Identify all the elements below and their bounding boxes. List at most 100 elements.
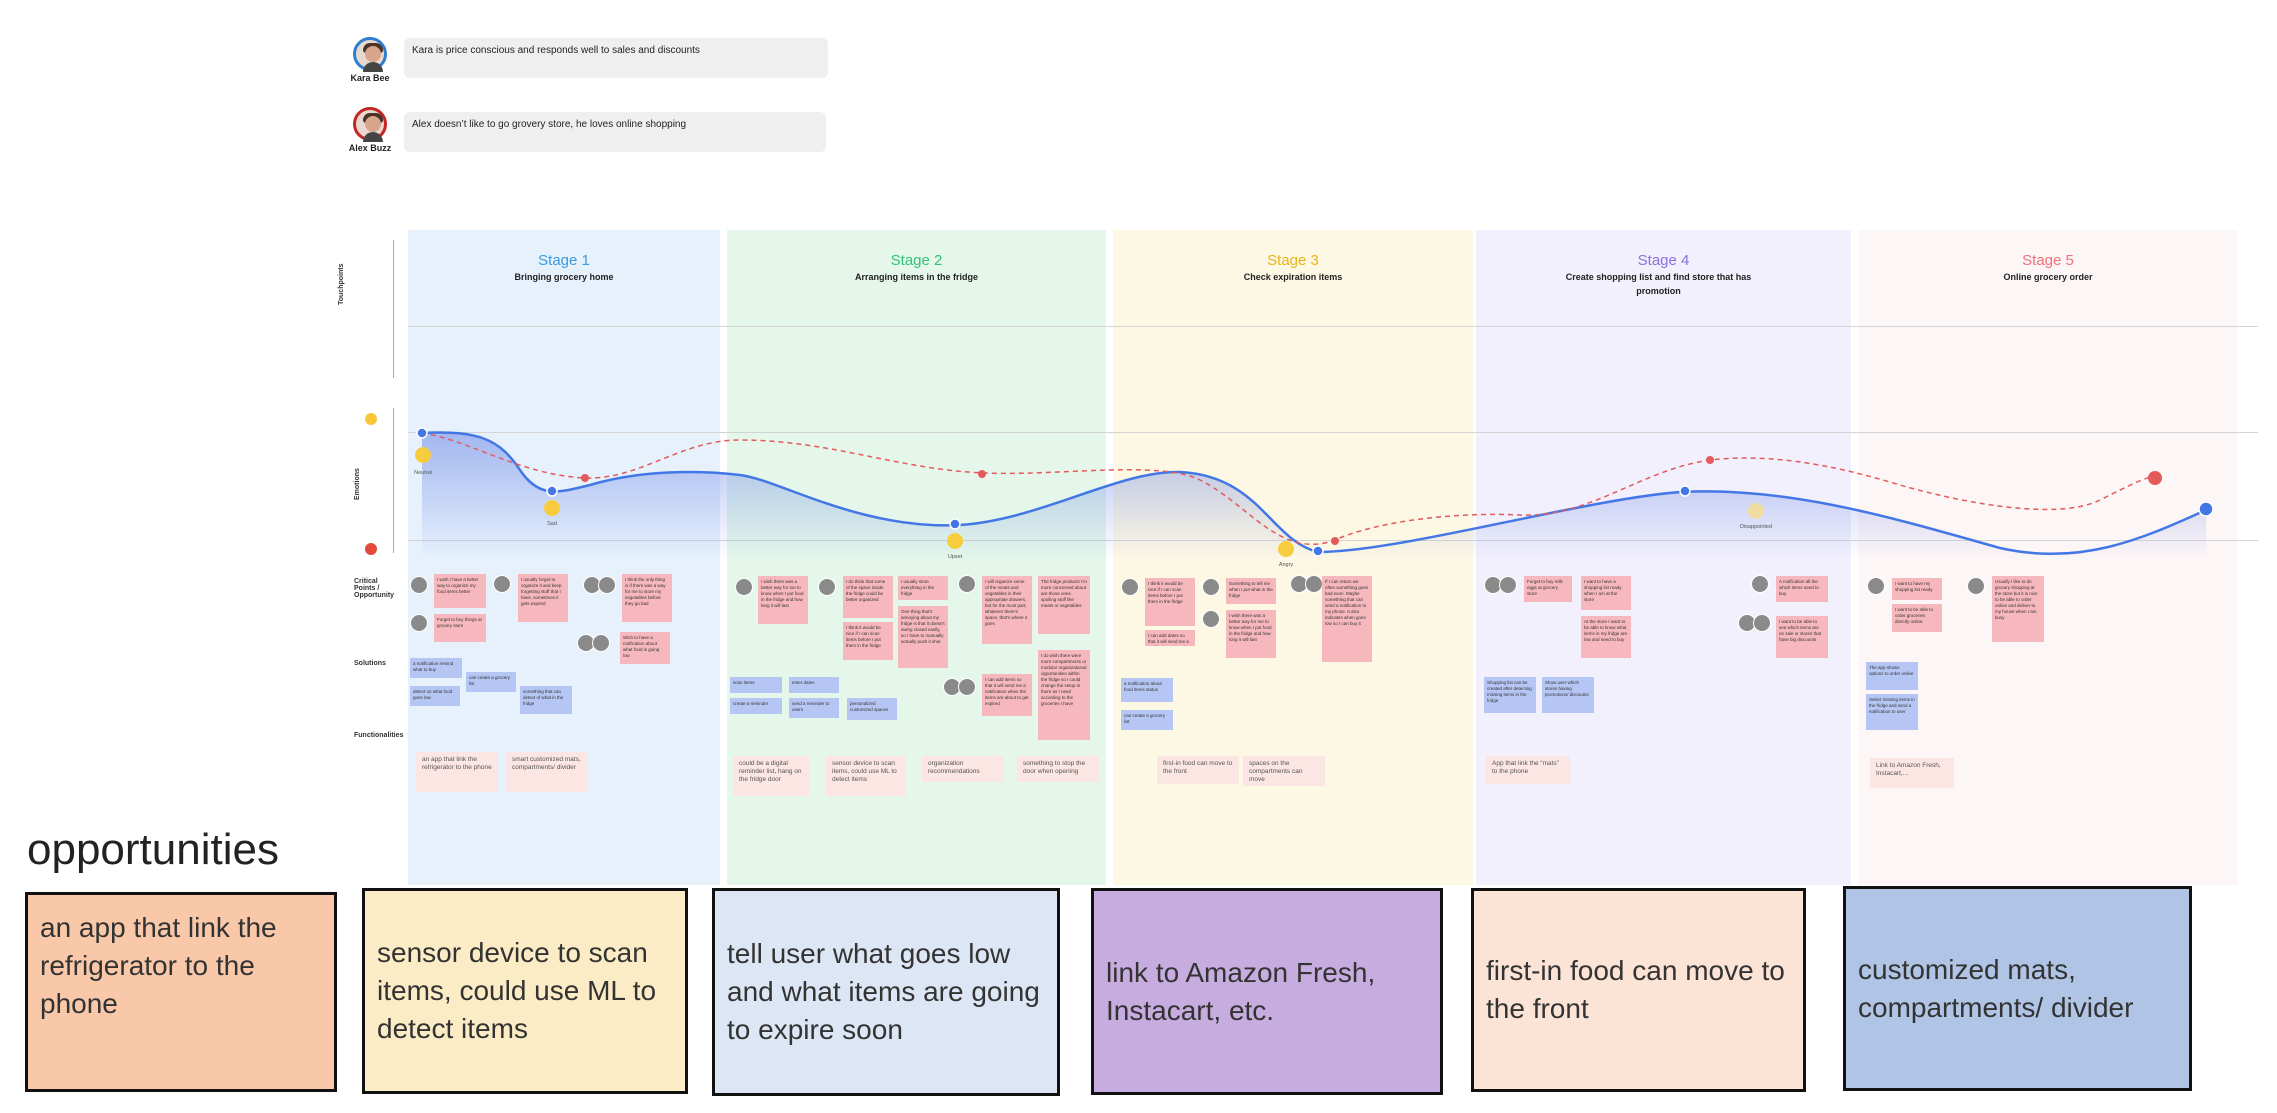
critical-point-sticky: I want to be able to order groceries dir…	[1892, 604, 1942, 632]
emotion-label: Upset	[947, 554, 963, 560]
divider	[408, 326, 2258, 327]
persona-quote: Kara is price conscious and responds wel…	[404, 38, 828, 78]
solution-sticky: scan items	[730, 677, 782, 693]
critical-point-sticky: One thing that's annoying about my fridg…	[898, 606, 948, 668]
emotion-label: Neutral	[414, 470, 432, 476]
critical-point-sticky: Something to tell me when I put what in …	[1226, 578, 1276, 604]
critical-point-sticky: If I can return we often something goes …	[1322, 576, 1372, 662]
stage-subtitle: Online grocery order	[2003, 272, 2093, 282]
solution-sticky: enter dates	[789, 677, 839, 693]
emotion-point	[1331, 537, 1339, 545]
solution-sticky: can create a grocery list	[466, 672, 516, 692]
emotion-point	[546, 485, 558, 497]
persona-quote: Alex doesn’t like to go grovery store, h…	[404, 112, 826, 152]
persona-avatar	[353, 107, 387, 142]
avatar	[1967, 577, 1985, 595]
opportunity-text: customized mats, compartments/ divider	[1858, 953, 2134, 1023]
emotion-curve-alex	[421, 432, 2156, 546]
opportunity-card: tell user what goes low and what items a…	[712, 888, 1060, 1096]
emotion-point	[1706, 456, 1714, 464]
stage-title: Stage 2	[890, 252, 943, 269]
solution-sticky: can create a grocery list	[1121, 710, 1173, 730]
opportunity-text: an app that link the refrigerator to the…	[40, 912, 277, 1019]
stage-subtitle: Arranging items in the fridge	[854, 272, 978, 282]
opportunity-card: first-in food can move to the front	[1471, 888, 1806, 1092]
critical-point-sticky: I can add items so that it will send me …	[982, 674, 1032, 716]
critical-point-sticky: I do think that some of the space inside…	[843, 576, 893, 618]
opportunity-card: link to Amazon Fresh, Instacart, etc.	[1091, 888, 1443, 1095]
emotion-label: Angry	[1278, 562, 1294, 568]
solution-sticky: a notification about food items status	[1121, 678, 1173, 702]
emotion-point	[1312, 545, 1324, 557]
row-label-critical: Critical Points / Opportunity	[354, 578, 395, 599]
avatar	[410, 614, 428, 632]
emotion-point	[1679, 485, 1691, 497]
avatar	[598, 576, 616, 594]
critical-point-sticky: At the store I want to be able to know w…	[1581, 616, 1631, 658]
solution-sticky: personalized customized spaces	[847, 698, 897, 720]
avatar	[592, 634, 610, 652]
angry-emoji-icon	[365, 543, 377, 555]
stage-title: Stage 5	[2022, 252, 2074, 269]
emotion-point	[949, 518, 961, 530]
touchpoints-axis	[393, 240, 394, 378]
functionality-sticky: could be a digital reminder list, hang o…	[733, 756, 809, 796]
solution-sticky: Select missing items in the fridge and s…	[1866, 694, 1918, 730]
critical-point-sticky: I wish there was a better way for me to …	[1226, 610, 1276, 658]
critical-point-sticky: A notification all the which items need …	[1776, 576, 1828, 602]
critical-point-sticky: I usually forget to organize it and keep…	[518, 574, 568, 622]
critical-point-sticky: I think it would be nice if I can scan i…	[843, 622, 893, 660]
solution-sticky: something that can detect of what in the…	[520, 686, 572, 714]
solution-sticky: Shopping list can be created after detec…	[1484, 677, 1536, 713]
critical-point-sticky: Usually I like to do grocery shopping at…	[1992, 576, 2044, 642]
avatar	[1499, 576, 1517, 594]
happy-emoji-icon	[365, 413, 377, 425]
solution-sticky: a notification remind what to buy	[410, 658, 462, 678]
emotion-point	[416, 427, 428, 439]
solution-sticky: Show user which stores having promotions…	[1542, 677, 1594, 713]
critical-point-sticky: Forget to buy milk eggs at grocery store	[1524, 576, 1572, 602]
avatar	[1751, 575, 1769, 593]
solution-sticky: create a reminder	[730, 698, 782, 714]
opportunity-text: tell user what goes low and what items a…	[727, 938, 1040, 1045]
critical-point-sticky: I think the only thing is if there was a…	[622, 574, 672, 622]
persona-name: Kara Bee	[350, 73, 390, 83]
emotion-label: Sad	[547, 521, 557, 527]
critical-point-sticky: Wish to have a notification about what f…	[620, 632, 670, 664]
opportunity-text: link to Amazon Fresh, Instacart, etc.	[1106, 956, 1376, 1026]
critical-point-sticky: The fridge products I'm more concerned a…	[1038, 576, 1090, 634]
critical-point-sticky: Forget to buy things at grocery store	[434, 614, 486, 642]
critical-point-sticky: I want to be able to see which items are…	[1776, 616, 1828, 658]
persona-avatar	[353, 37, 387, 72]
avatar	[958, 678, 976, 696]
avatar	[493, 575, 511, 593]
sad-face-icon	[544, 500, 560, 516]
emotion-area	[422, 432, 2206, 560]
functionality-sticky: organization recommendations	[922, 756, 1004, 782]
functionality-sticky: App that link the “mats” to the phone	[1486, 756, 1570, 784]
emotion-point	[2198, 501, 2214, 517]
disappointed-face-icon	[1748, 503, 1764, 519]
emotion-point	[2148, 471, 2162, 485]
upset-face-icon	[947, 533, 963, 549]
opportunity-text: sensor device to scan items, could use M…	[377, 937, 657, 1044]
avatar	[958, 575, 976, 593]
stage-title: Stage 3	[1267, 252, 1319, 269]
opportunity-card: an app that link the refrigerator to the…	[25, 892, 337, 1092]
avatar	[1305, 575, 1323, 593]
avatar	[1202, 610, 1220, 628]
solution-sticky: The app shows options to order online	[1866, 662, 1918, 690]
stage-title: Stage 4	[1637, 252, 1690, 269]
row-label-solutions: Solutions	[354, 660, 386, 667]
critical-point-sticky: I will organize some of the meats and ve…	[982, 576, 1032, 644]
avatar	[410, 576, 428, 594]
avatar	[1753, 614, 1771, 632]
opportunity-card: sensor device to scan items, could use M…	[362, 888, 688, 1094]
avatar	[735, 578, 753, 596]
solution-sticky: detect on what food goes low	[410, 686, 460, 706]
critical-point-sticky: I want to have a shopping list ready whe…	[1581, 576, 1631, 610]
stage-subtitle: Bringing grocery home	[514, 272, 614, 282]
critical-point-sticky: I usually store everything in the fridge	[898, 576, 948, 600]
avatar	[818, 578, 836, 596]
